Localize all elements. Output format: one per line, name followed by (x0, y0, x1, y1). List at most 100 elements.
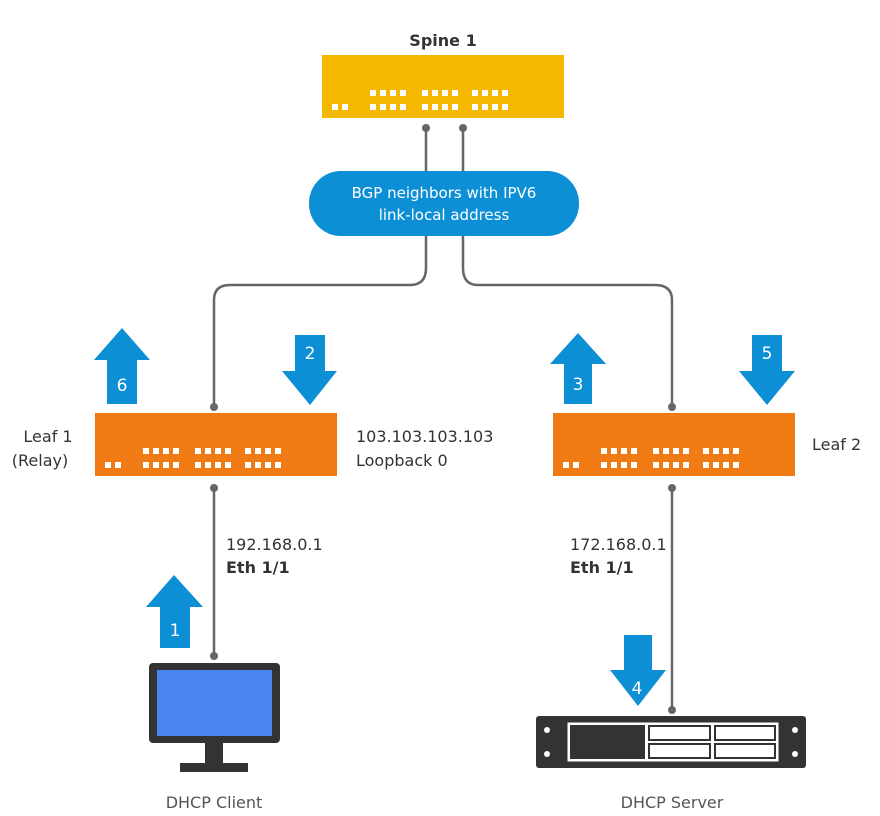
step-label-5: 5 (762, 344, 773, 364)
step-arrow-2-down: 2 (282, 335, 337, 405)
client-label: DHCP Client (166, 793, 263, 812)
switch-port (173, 462, 179, 468)
switch-port (153, 448, 159, 454)
link-leaf1-iface: Eth 1/1 (226, 558, 290, 577)
switch-port (631, 462, 637, 468)
connection-lines (212, 128, 674, 710)
switch-port (275, 448, 281, 454)
step-label-1: 1 (170, 621, 181, 641)
rack-bay (570, 725, 645, 759)
switch-port (482, 90, 488, 96)
rack-drive-face (716, 727, 774, 739)
switch-port (115, 462, 121, 468)
switch-port (563, 462, 569, 468)
leaf1-ip: 103.103.103.103 (356, 427, 493, 446)
switch-port (723, 448, 729, 454)
switch-port (502, 90, 508, 96)
switch-port (342, 104, 348, 110)
switch-port (143, 448, 149, 454)
dot (668, 403, 676, 411)
spine-ports (332, 90, 508, 110)
dot (668, 484, 676, 492)
leaf2-ports (563, 448, 739, 468)
rack-screw (544, 727, 550, 733)
dot (459, 124, 467, 132)
rack-screw (792, 727, 798, 733)
switch-port (195, 462, 201, 468)
switch-port (265, 448, 271, 454)
switch-port (452, 104, 458, 110)
switch-port (255, 448, 261, 454)
link-spine-leaf2 (461, 128, 674, 407)
switch-port (400, 90, 406, 96)
rack-drive-face (716, 745, 774, 757)
rack-screw (792, 751, 798, 757)
step-arrow-3-up: 3 (550, 333, 606, 404)
connection-dots (210, 124, 676, 714)
switch-port (723, 462, 729, 468)
switch-port (733, 462, 739, 468)
switch-port (390, 104, 396, 110)
switch-port (422, 90, 428, 96)
switch-port (163, 448, 169, 454)
bgp-cloud: BGP neighbors with IPV6 link-local addre… (309, 171, 579, 236)
switch-port (225, 462, 231, 468)
switch-port (173, 448, 179, 454)
bgp-cloud-shape (309, 171, 579, 236)
switch-port (225, 448, 231, 454)
switch-port (713, 462, 719, 468)
switch-port (733, 448, 739, 454)
switch-port (265, 462, 271, 468)
switch-port (673, 462, 679, 468)
switch-port (432, 104, 438, 110)
switch-port (452, 90, 458, 96)
step-arrow-6-up: 6 (94, 328, 150, 404)
switch-port (332, 104, 338, 110)
switch-port (422, 104, 428, 110)
switch-port (215, 462, 221, 468)
switch-port (195, 448, 201, 454)
server-label: DHCP Server (621, 793, 724, 812)
dot (210, 484, 218, 492)
switch-port (432, 90, 438, 96)
switch-port (601, 448, 607, 454)
switch-port (442, 90, 448, 96)
spine-switch: Spine 1 (322, 31, 564, 118)
switch-port (683, 462, 689, 468)
leaf1-ports (105, 448, 281, 468)
switch-port (611, 462, 617, 468)
switch-port (143, 462, 149, 468)
switch-port (153, 462, 159, 468)
monitor-screen (157, 670, 272, 736)
switch-port (621, 448, 627, 454)
leaf1-switch: Leaf 1 (Relay) 103.103.103.103 Loopback … (12, 413, 493, 476)
monitor-neck (205, 743, 223, 763)
switch-port (573, 462, 579, 468)
switch-port (492, 104, 498, 110)
switch-port (390, 90, 396, 96)
switch-port (703, 448, 709, 454)
step-label-3: 3 (573, 375, 584, 395)
leaf1-iface: Loopback 0 (356, 451, 448, 470)
switch-port (482, 104, 488, 110)
dot (668, 706, 676, 714)
switch-port (653, 448, 659, 454)
switch-port (215, 448, 221, 454)
switch-port (673, 448, 679, 454)
switch-port (492, 90, 498, 96)
switch-port (683, 448, 689, 454)
switch-port (653, 462, 659, 468)
step-label-2: 2 (305, 344, 316, 364)
monitor-base (180, 763, 248, 772)
switch-port (205, 462, 211, 468)
switch-port (713, 448, 719, 454)
switch-port (663, 448, 669, 454)
rack-drive-face (650, 727, 709, 739)
switch-port (275, 462, 281, 468)
switch-port (205, 448, 211, 454)
switch-port (621, 462, 627, 468)
link-leaf2-ip: 172.168.0.1 (570, 535, 667, 554)
dot (422, 124, 430, 132)
step-arrow-5-down: 5 (739, 335, 795, 405)
